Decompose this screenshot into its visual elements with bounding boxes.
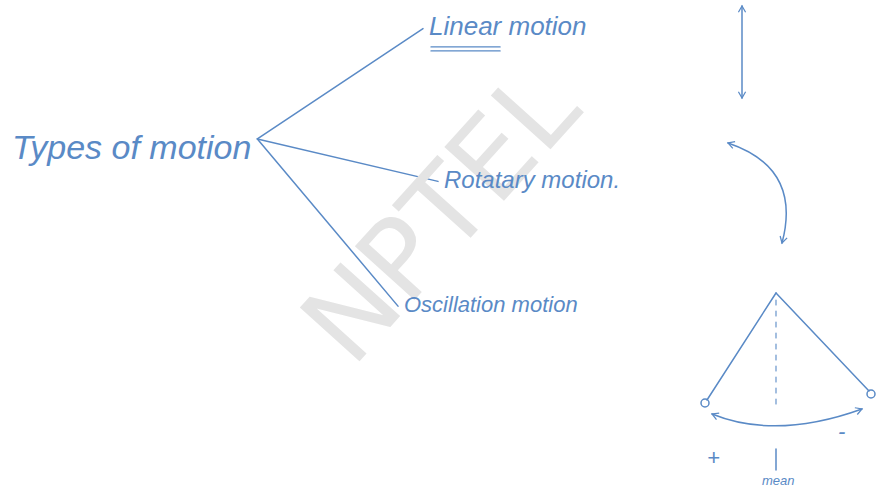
node-text: Types of motion [12,128,251,167]
node-text: Linear motion [429,12,587,42]
branch-label: Rotatary motion. [440,164,624,196]
sign-plus: + [707,446,720,470]
sign-minus: - [838,420,845,444]
node-text: Rotatary motion. [444,166,620,194]
branch-line [257,29,423,139]
branch-label: Linear motion [425,10,591,44]
underline-mark [431,50,500,51]
pendulum [701,293,875,470]
node-text: Oscillation motion [404,292,578,317]
branch-label: Oscillation motion [400,290,582,319]
linear-arrow [741,6,743,98]
watermark: NPTEL [283,49,597,380]
rotary-arrow [728,143,786,243]
underline-mark [431,46,500,47]
mean-label: mean [762,474,795,488]
root-heading: Types of motion [8,126,255,169]
